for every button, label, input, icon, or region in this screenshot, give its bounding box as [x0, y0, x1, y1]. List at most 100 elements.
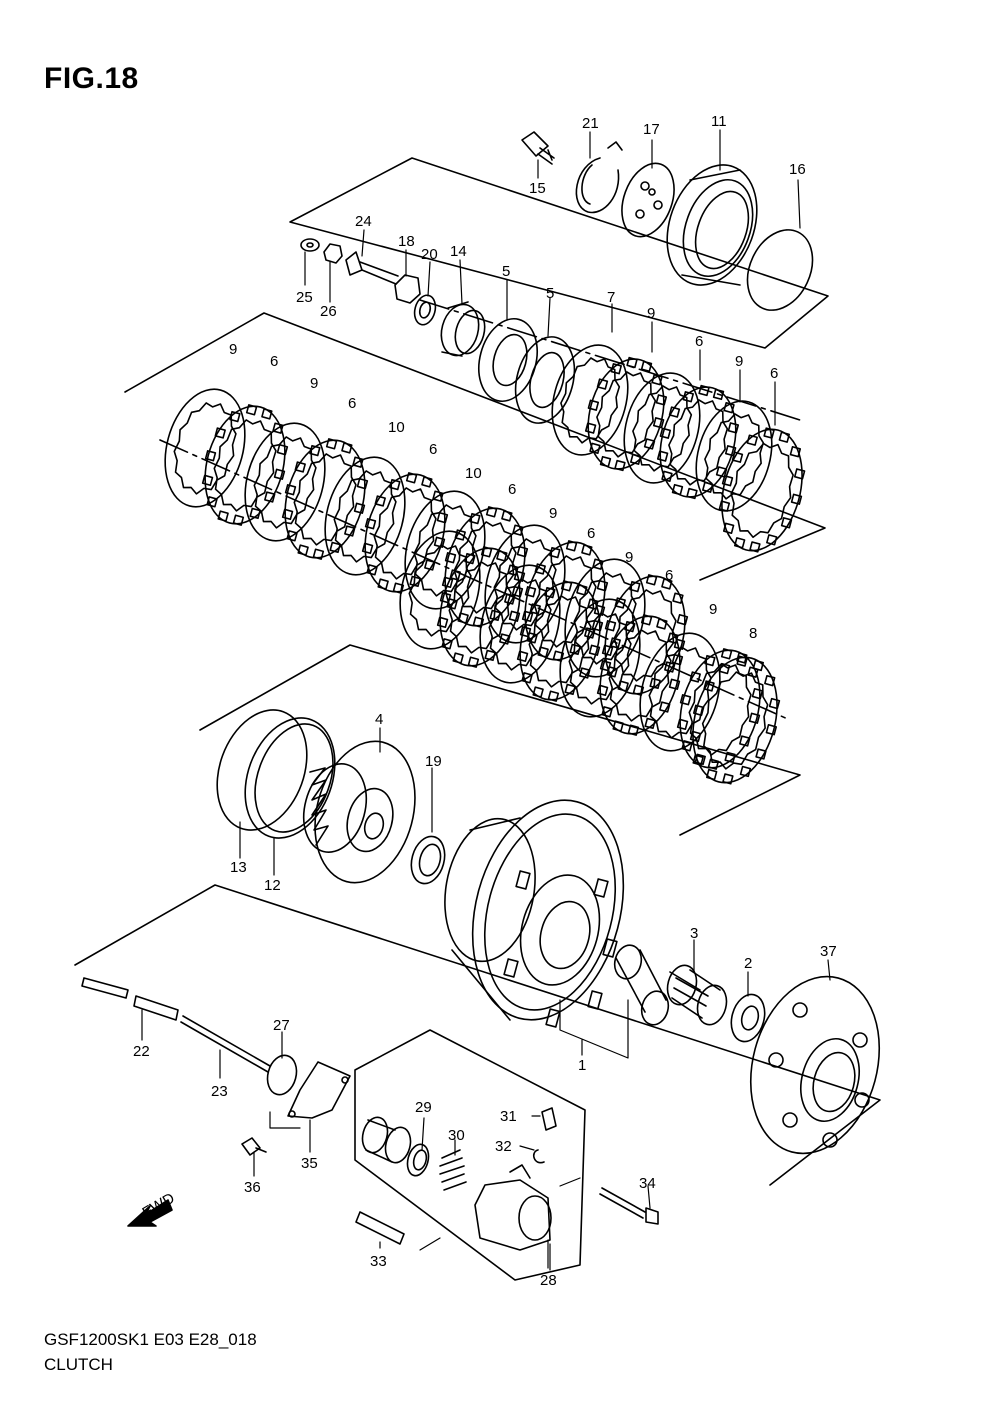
- diagram-name: CLUTCH: [44, 1355, 113, 1374]
- part-21-circlip: [575, 141, 623, 214]
- clutch-plates-right-row: [551, 344, 806, 553]
- callout-10-b: 10: [465, 465, 482, 482]
- part-13-wire-ring: [216, 709, 308, 831]
- clutch-plate-upper-8: [441, 506, 529, 628]
- clutch-plate-upper-2: [201, 404, 289, 526]
- leader-lines: [141, 129, 831, 1271]
- callout-15: 15: [529, 180, 546, 197]
- part-release-piston: [361, 1116, 412, 1164]
- part-2-washer: [730, 993, 766, 1043]
- callout-24: 24: [355, 213, 372, 230]
- clutch-plate-upper-6: [361, 472, 449, 594]
- clutch-plate-lower-4: [516, 580, 604, 702]
- part-16-ring: [746, 229, 814, 311]
- part-11-pressure-plate: [666, 164, 758, 286]
- part-36-screw: [241, 1137, 267, 1156]
- fwd-arrow-icon: FWD: [127, 1190, 178, 1227]
- part-20-washer: [413, 294, 437, 326]
- callout-9-u1: 9: [647, 305, 655, 322]
- clutch-plate-lower-5: [559, 598, 641, 718]
- callout-35: 35: [301, 1155, 318, 1172]
- clutch-plate-upper-1: [164, 388, 246, 508]
- callout-6-u2: 6: [770, 365, 778, 382]
- callout-1: 1: [578, 1057, 586, 1074]
- clutch-plate-upper-3: [244, 422, 326, 542]
- callout-9-d: 9: [625, 549, 633, 566]
- part-27-seal: [266, 1054, 298, 1096]
- callout-33: 33: [370, 1253, 387, 1270]
- panel-shaft: [74, 884, 881, 1186]
- callout-18: 18: [398, 233, 415, 250]
- panel-top: [289, 157, 829, 349]
- clutch-plate-lower-2: [436, 546, 524, 668]
- callout-6-a: 6: [270, 353, 278, 370]
- callout-3: 3: [690, 925, 698, 942]
- callout-29: 29: [415, 1099, 432, 1116]
- clutch-plate-upper-11: [564, 558, 646, 678]
- part-3-needle-bearing: [666, 964, 728, 1026]
- panel-hub: [199, 644, 801, 836]
- part-spacer: [613, 944, 670, 1026]
- part-1-primary-driven-gear: [444, 799, 625, 1028]
- callout-8: 8: [749, 625, 757, 642]
- clutch-plate-right-4: [656, 384, 740, 500]
- part-29-seal: [406, 1143, 430, 1177]
- callout-16: 16: [789, 161, 806, 178]
- callout-6-d: 6: [508, 481, 516, 498]
- callout-9-u2: 9: [735, 353, 743, 370]
- part-25-washer: [300, 238, 320, 252]
- callout-12: 12: [264, 877, 281, 894]
- part-23-push-rod: [180, 1015, 271, 1073]
- part-31-bleeder: [541, 1107, 557, 1131]
- part-17-plate: [621, 162, 675, 238]
- axis-line-middle: [159, 439, 791, 721]
- part-32-cap: [532, 1149, 545, 1164]
- callout-6-b: 6: [348, 395, 356, 412]
- clutch-plates-upper-row: [164, 388, 689, 696]
- clutch-plate-upper-7: [404, 490, 486, 610]
- figure-title: FIG.18: [44, 62, 139, 95]
- clutch-plate-right-5: [695, 400, 773, 512]
- clutch-plate-lower-3: [479, 564, 561, 684]
- panel-release: [354, 1029, 586, 1281]
- callout-17: 17: [643, 121, 660, 138]
- callout-13: 13: [230, 859, 247, 876]
- clutch-plate-lower-1: [399, 530, 481, 650]
- callout-36: 36: [244, 1179, 261, 1196]
- clutch-plate-lower-6: [596, 614, 684, 736]
- callout-28: 28: [540, 1272, 557, 1289]
- callout-22: 22: [133, 1043, 150, 1060]
- part-30-spring: [439, 1149, 467, 1191]
- callout-25: 25: [296, 289, 313, 306]
- callout-2: 2: [744, 955, 752, 972]
- part-26-nut: [323, 243, 343, 264]
- callout-7: 7: [607, 289, 615, 306]
- callout-9-e: 9: [709, 601, 717, 618]
- callout-31: 31: [500, 1108, 517, 1125]
- part-28-cylinder: [474, 1164, 552, 1251]
- callout-4: 4: [375, 711, 383, 728]
- clutch-plate-6-friction-outer: [718, 427, 806, 553]
- callout-9-a: 9: [229, 341, 237, 358]
- part-15-screw: [521, 131, 555, 165]
- callout-6-e: 6: [587, 525, 595, 542]
- clutch-plates-lower-row: [399, 530, 781, 785]
- clutch-plate-upper-9: [484, 524, 566, 644]
- panel-plates: [124, 312, 826, 581]
- part-33-pin: [355, 1211, 405, 1245]
- part-5-spring-washer-a: [478, 317, 538, 403]
- part-14-collar: [440, 301, 486, 357]
- clutch-plate-upper-12: [601, 574, 689, 696]
- callout-32: 32: [495, 1138, 512, 1155]
- callout-6-c: 6: [429, 441, 437, 458]
- callout-14: 14: [450, 243, 467, 260]
- callout-6-u1: 6: [695, 333, 703, 350]
- callout-21: 21: [582, 115, 599, 132]
- part-34-bolt: [599, 1187, 659, 1225]
- callout-11: 11: [711, 113, 727, 130]
- diagram-code: GSF1200SK1 E03 E28_018: [44, 1330, 257, 1349]
- callout-23: 23: [211, 1083, 228, 1100]
- callout-5a: 5: [502, 263, 510, 280]
